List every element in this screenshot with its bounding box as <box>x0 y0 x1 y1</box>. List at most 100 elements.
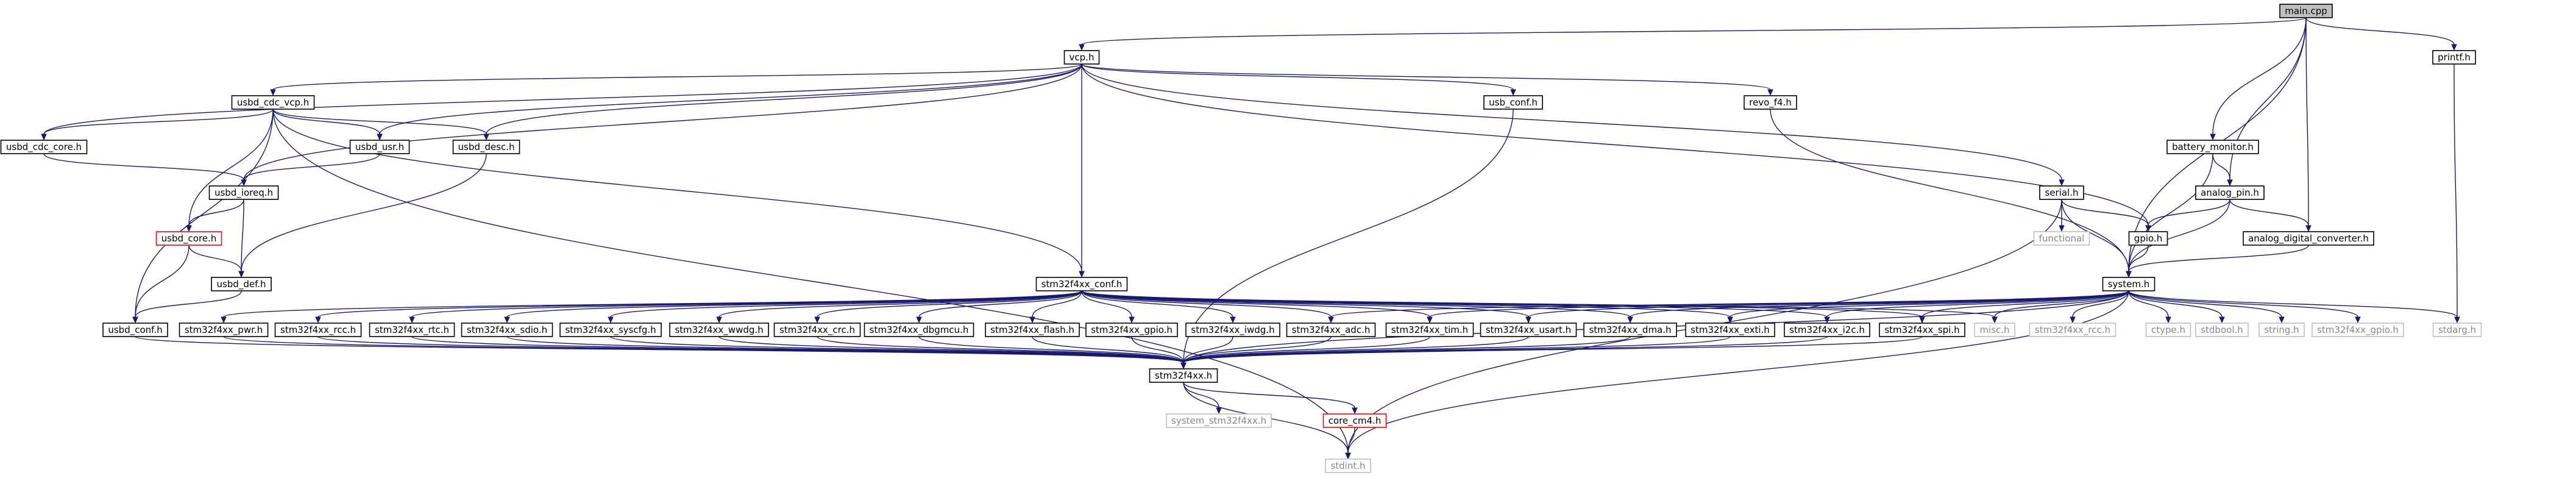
node-serial-h[interactable]: serial.h <box>2039 185 2084 200</box>
node-gpio-h[interactable]: gpio.h <box>2128 231 2168 246</box>
node-label: functional <box>2039 233 2085 244</box>
node-usbd-desc-h[interactable]: usbd_desc.h <box>452 140 520 154</box>
node-label: vcp.h <box>1070 52 1095 63</box>
node-label: usbd_cdc_vcp.h <box>237 97 309 109</box>
edge-analog-pin-h-to-analog-digital-converter-h <box>2229 199 2312 232</box>
node-stdarg-h[interactable]: stdarg.h <box>2432 323 2482 337</box>
node-label: stm32f4xx_flash.h <box>990 324 1074 336</box>
node-stm32f4xx-conf-h[interactable]: stm32f4xx_conf.h <box>1035 277 1128 291</box>
edge-stm32f4xx-conf-h-to-stm32f4xx-iwdg-h <box>1081 290 1236 324</box>
edge-usbd-ioreq-h-to-usbd-core-h <box>186 199 244 232</box>
edge-system-h-to-ext-stm32f4xx-gpio-h <box>2128 290 2361 324</box>
edge-system-h-to-stm32f4xx-usart-h <box>1525 290 2129 324</box>
node-stm32f4xx-tim-h[interactable]: stm32f4xx_tim.h <box>1385 323 1474 337</box>
node-usb-conf-h[interactable]: usb_conf.h <box>1483 95 1543 110</box>
node-stm32f4xx-gpio-h[interactable]: stm32f4xx_gpio.h <box>1085 323 1178 337</box>
node-stm32f4xx-syscfg-h[interactable]: stm32f4xx_syscfg.h <box>559 323 662 337</box>
node-battery-monitor-h[interactable]: battery_monitor.h <box>2166 140 2259 154</box>
node-label: stm32f4xx_sdio.h <box>467 324 547 336</box>
node-stdint-h[interactable]: stdint.h <box>1325 458 1371 473</box>
node-stdbool-h[interactable]: stdbool.h <box>2195 323 2249 337</box>
node-stm32f4xx-rtc-h[interactable]: stm32f4xx_rtc.h <box>369 323 455 337</box>
node-system-stm32f4xx-h[interactable]: system_stm32f4xx.h <box>1166 413 1272 428</box>
node-usbd-usr-h[interactable]: usbd_usr.h <box>349 140 410 154</box>
node-stm32f4xx-spi-h[interactable]: stm32f4xx_spi.h <box>1879 323 1965 337</box>
node-core-cm4-h[interactable]: core_cm4.h <box>1322 413 1387 428</box>
edge-stm32f4xx-conf-h-to-stm32f4xx-usart-h <box>1081 290 1531 324</box>
node-label: stm32f4xx_pwr.h <box>185 324 263 336</box>
edge-usbd-core-h-to-usbd-conf-h <box>132 244 190 324</box>
edge-main-cpp-to-analog-pin-h <box>2227 17 2307 187</box>
edge-usbd-cdc-vcp-h-to-usbd-usr-h <box>272 109 383 141</box>
edge-vcp-h-to-gpio-h <box>1081 63 2151 232</box>
node-stm32f4xx-iwdg-h[interactable]: stm32f4xx_iwdg.h <box>1185 323 1280 337</box>
node-label: stdint.h <box>1330 460 1365 471</box>
node-stm32f4xx-rcc-h[interactable]: stm32f4xx_rcc.h <box>274 323 362 337</box>
edge-system-h-to-stm32f4xx-spi-h <box>1919 290 2129 324</box>
edge-main-cpp-to-analog-digital-converter-h <box>2305 17 2312 232</box>
node-stm32f4xx-crc-h[interactable]: stm32f4xx_crc.h <box>773 323 861 337</box>
node-analog-digital-converter-h[interactable]: analog_digital_converter.h <box>2243 231 2374 246</box>
edge-vcp-h-to-revo-f4-h <box>1081 63 1773 96</box>
node-label: ctype.h <box>2151 324 2185 335</box>
edge-usbd-core-h-to-usbd-def-h <box>188 244 244 278</box>
node-ext-stm32f4xx-rcc-h[interactable]: stm32f4xx_rcc.h <box>2029 323 2117 337</box>
node-string-h[interactable]: string.h <box>2258 323 2305 337</box>
node-label: usbd_cdc_core.h <box>6 141 82 153</box>
node-label: usbd_conf.h <box>108 324 162 336</box>
node-usbd-cdc-core-h[interactable]: usbd_cdc_core.h <box>0 140 88 154</box>
node-stm32f4xx-wwdg-h[interactable]: stm32f4xx_wwdg.h <box>669 323 769 337</box>
edge-stm32f4xx-conf-h-to-stm32f4xx-flash-h <box>1029 290 1082 324</box>
node-stm32f4xx-exti-h[interactable]: stm32f4xx_exti.h <box>1685 323 1775 337</box>
node-usbd-ioreq-h[interactable]: usbd_ioreq.h <box>208 185 279 200</box>
node-stm32f4xx-dbgmcu-h[interactable]: stm32f4xx_dbgmcu.h <box>864 323 974 337</box>
edge-system-h-to-ext-stm32f4xx-rcc-h <box>2070 290 2129 324</box>
node-label: misc.h <box>1979 324 2009 335</box>
node-stm32f4xx-flash-h[interactable]: stm32f4xx_flash.h <box>985 323 1080 337</box>
edge-system-h-to-stm32f4xx-dma-h <box>1627 290 2129 324</box>
node-revo-f4-h[interactable]: revo_f4.h <box>1744 95 1797 110</box>
edge-main-cpp-to-vcp-h <box>1079 17 2307 51</box>
node-stm32f4xx-usart-h[interactable]: stm32f4xx_usart.h <box>1480 323 1577 337</box>
edge-usbd-cdc-vcp-h-to-stdint-h <box>272 109 1351 460</box>
node-printf-h[interactable]: printf.h <box>2432 50 2476 65</box>
node-stm32f4xx-sdio-h[interactable]: stm32f4xx_sdio.h <box>461 323 553 337</box>
node-ctype-h[interactable]: ctype.h <box>2145 323 2191 337</box>
edge-stm32f4xx-conf-h-to-stm32f4xx-sdio-h <box>504 290 1082 324</box>
node-main-cpp[interactable]: main.cpp <box>2279 4 2333 18</box>
node-stm32f4xx-adc-h[interactable]: stm32f4xx_adc.h <box>1286 323 1376 337</box>
edge-main-cpp-to-battery-monitor-h <box>2210 17 2307 141</box>
node-label: usb_conf.h <box>1489 97 1538 109</box>
node-label: stm32f4xx_crc.h <box>779 324 855 336</box>
node-usbd-core-h[interactable]: usbd_core.h <box>155 231 222 246</box>
node-usbd-conf-h[interactable]: usbd_conf.h <box>102 323 168 337</box>
node-ext-stm32f4xx-gpio-h[interactable]: stm32f4xx_gpio.h <box>2312 323 2404 337</box>
node-stm32f4xx-dma-h[interactable]: stm32f4xx_dma.h <box>1583 323 1677 337</box>
edge-system-h-to-stm32f4xx-i2c-h <box>1824 290 2129 324</box>
node-label: usbd_ioreq.h <box>215 187 273 199</box>
node-stm32f4xx-h[interactable]: stm32f4xx.h <box>1149 368 1218 383</box>
node-system-h[interactable]: system.h <box>2102 277 2156 291</box>
node-usbd-def-h[interactable]: usbd_def.h <box>211 277 272 291</box>
node-label: main.cpp <box>2285 5 2327 16</box>
node-label: analog_digital_converter.h <box>2248 233 2369 244</box>
edge-stm32f4xx-conf-h-to-stm32f4xx-crc-h <box>814 290 1082 324</box>
node-stm32f4xx-i2c-h[interactable]: stm32f4xx_i2c.h <box>1784 323 1870 337</box>
edge-stm32f4xx-h-to-core-cm4-h <box>1183 382 1358 415</box>
node-label: core_cm4.h <box>1329 415 1382 427</box>
edge-vcp-h-to-usb-conf-h <box>1081 63 1516 96</box>
node-misc-h[interactable]: misc.h <box>1974 323 2015 337</box>
node-label: gpio.h <box>2134 233 2162 244</box>
node-usbd-cdc-vcp-h[interactable]: usbd_cdc_vcp.h <box>231 95 315 110</box>
node-vcp-h[interactable]: vcp.h <box>1063 50 1100 65</box>
node-analog-pin-h[interactable]: analog_pin.h <box>2195 185 2265 200</box>
edges-layer <box>41 17 2460 460</box>
node-stm32f4xx-pwr-h[interactable]: stm32f4xx_pwr.h <box>179 323 269 337</box>
node-label: analog_pin.h <box>2201 187 2259 199</box>
edge-usbd-cdc-vcp-h-to-usbd-cdc-core-h <box>41 109 274 141</box>
node-label: stm32f4xx_spi.h <box>1884 324 1959 336</box>
edge-system-h-to-stm32f4xx-exti-h <box>1727 290 2129 324</box>
node-label: stm32f4xx_i2c.h <box>1789 324 1865 336</box>
node-functional[interactable]: functional <box>2033 231 2090 246</box>
